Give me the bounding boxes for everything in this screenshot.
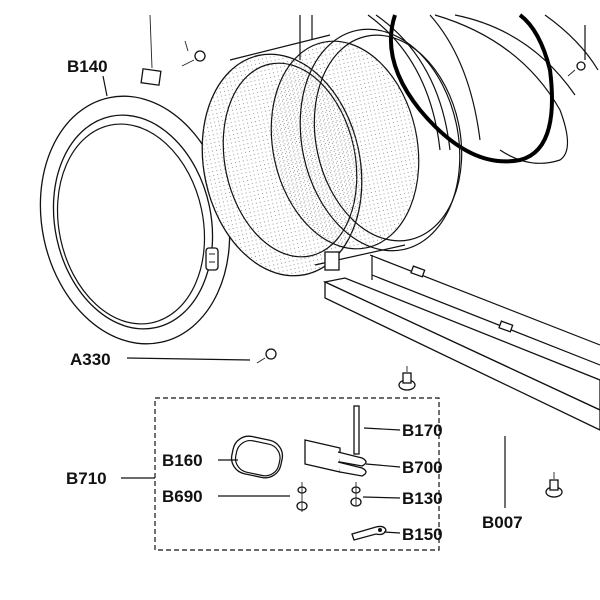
screw-a330: [256, 348, 277, 364]
label-b140: B140: [67, 57, 108, 76]
screw-top-right: [567, 61, 586, 77]
lever-b150: [351, 525, 387, 541]
door-glass-bowl: [201, 28, 463, 277]
foot-bolt-center: [398, 366, 416, 391]
spring-clips-b690: [296, 482, 308, 512]
front-panel-strip: [322, 254, 600, 431]
hinge-b700: [304, 439, 367, 477]
label-b130: B130: [402, 489, 443, 508]
cabinet-frame: [299, 13, 599, 164]
label-tag: [140, 14, 162, 86]
leader-lines: [102, 75, 506, 534]
foot-bolt-right: [545, 472, 563, 498]
label-a330: A330: [70, 350, 111, 369]
label-b700: B700: [402, 458, 443, 477]
label-b710: B710: [66, 469, 107, 488]
hinge-pin-b170: [353, 405, 360, 455]
bushing-b130: [350, 482, 362, 507]
door-pad-b160: [230, 435, 284, 479]
label-b150: B150: [402, 525, 443, 544]
screw-b140-area: [181, 40, 206, 67]
door-outer-ring: [39, 95, 231, 345]
label-b007: B007: [482, 513, 523, 532]
kit-box-b710: [154, 397, 440, 551]
label-b690: B690: [162, 487, 203, 506]
label-b170: B170: [402, 421, 443, 440]
label-b160: B160: [162, 451, 203, 470]
